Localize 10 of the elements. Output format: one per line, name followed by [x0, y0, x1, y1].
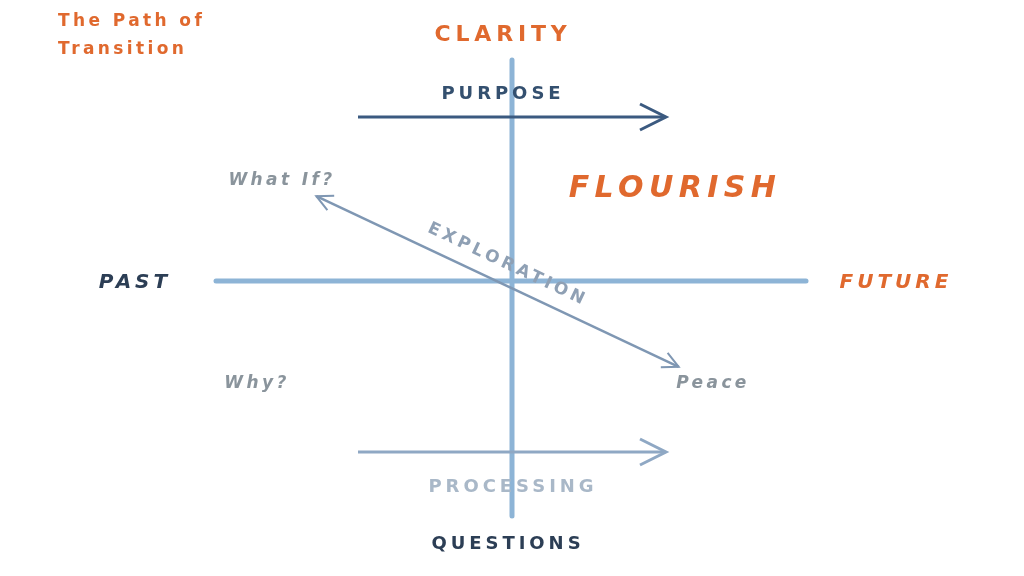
axis-label: FUTURE: [839, 268, 953, 295]
quadrant-label: FLOURISH: [568, 167, 782, 206]
axis-label: QUESTIONS: [431, 530, 585, 555]
title: The Path of Transition: [58, 9, 207, 60]
quadrant-label: Peace: [676, 371, 750, 395]
quadrant-label: Why?: [224, 371, 290, 395]
double-headed-arrow: [315, 194, 680, 369]
quadrant-label: What If?: [228, 168, 336, 192]
axis-label: CLARITY: [434, 19, 572, 48]
axis-label: PAST: [98, 268, 172, 295]
